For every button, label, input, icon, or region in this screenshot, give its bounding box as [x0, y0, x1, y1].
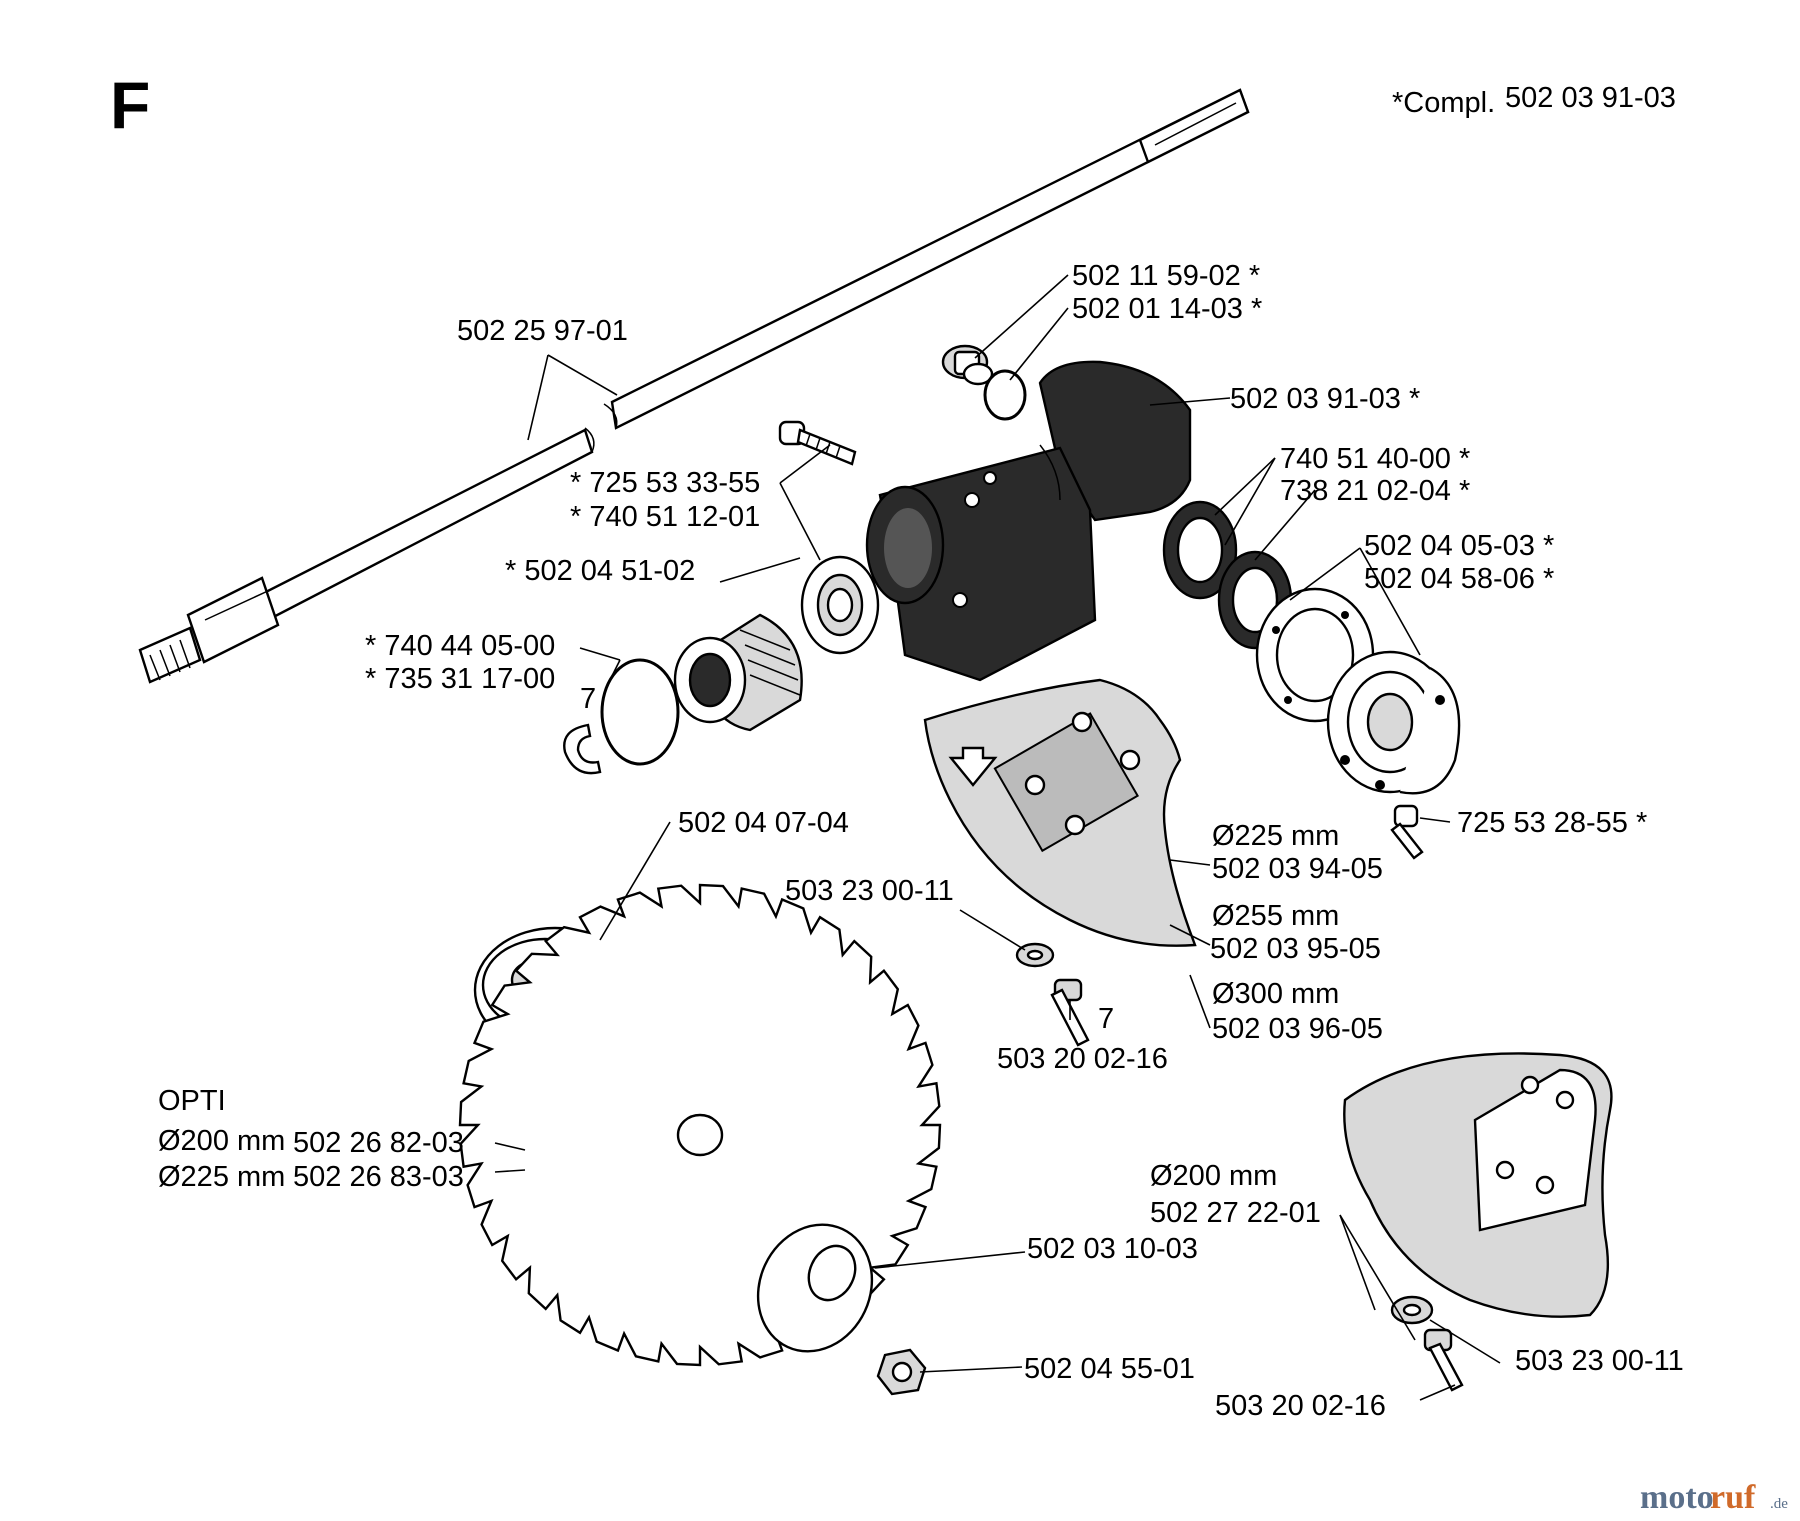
watermark-logo: moto ruf .de	[1640, 1479, 1788, 1516]
bearing-c	[800, 555, 880, 655]
label-bearing-a: 740 51 40-00 *	[1280, 443, 1470, 475]
label-sleeve: * 502 04 51-02	[505, 555, 695, 587]
label-thrust-washer: 502 03 10-03	[1027, 1233, 1198, 1265]
label-blade-d200: Ø200 mm	[158, 1125, 285, 1157]
label-screw-a: * 725 53 33-55	[570, 467, 760, 499]
label-circlip: * 740 44 05-00	[365, 630, 555, 662]
label-plug: 502 11 59-02 *	[1072, 260, 1260, 292]
label-guard-d255: Ø255 mm	[1212, 900, 1339, 932]
drive-shaft	[138, 88, 1250, 684]
label-nut: 502 04 55-01	[1024, 1353, 1195, 1385]
blade-nut	[876, 1348, 927, 1396]
leader-lines	[494, 274, 1501, 1401]
guard2-washer	[1390, 1295, 1434, 1325]
guard2-bolt	[1423, 1328, 1464, 1392]
label-opti: OPTI	[158, 1085, 226, 1117]
thrust-washer	[756, 1223, 874, 1353]
label-guard-pn225: 502 03 94-05	[1212, 853, 1383, 885]
compl-number: 502 03 91-03	[1505, 82, 1676, 114]
circlip	[563, 723, 602, 775]
watermark-part-b: ruf	[1710, 1479, 1756, 1516]
label-oring-small: 502 01 14-03 *	[1072, 293, 1262, 325]
label-seven-a: 7	[580, 683, 596, 715]
bearing-a	[1162, 500, 1238, 600]
label-blade-pn200: 502 26 82-03	[293, 1127, 464, 1159]
label-seven-b: 7	[1098, 1003, 1114, 1035]
label-shaft: 502 25 97-01	[457, 315, 628, 347]
label-gear-housing: 502 03 91-03 *	[1230, 383, 1420, 415]
label-guard-d225: Ø225 mm	[1212, 820, 1339, 852]
label-guard2-pn: 502 27 22-01	[1150, 1197, 1321, 1229]
watermark-part-c: .de	[1770, 1496, 1788, 1512]
screw-upper	[778, 420, 857, 466]
label-flange-a: 502 04 58-06 *	[1364, 563, 1554, 595]
blade-guard	[923, 678, 1197, 947]
compl-label: *Compl.	[1392, 87, 1495, 119]
part-labels: 502 25 97-01 502 11 59-02 * 502 01 14-03…	[158, 260, 1684, 1422]
label-guard-pn255: 502 03 95-05	[1210, 933, 1381, 965]
guard-washer	[1015, 942, 1055, 968]
guard-200	[1343, 1052, 1613, 1318]
label-guard2-bolt: 503 20 02-16	[1215, 1390, 1386, 1422]
label-guard2-dia: Ø200 mm	[1150, 1160, 1277, 1192]
label-oring-large: * 735 31 17-00	[365, 663, 555, 695]
figure-letter: F	[110, 68, 150, 142]
sleeve	[673, 613, 803, 732]
plug-part	[941, 344, 994, 386]
label-blade-d225: Ø225 mm	[158, 1161, 285, 1193]
label-washer-small: 503 23 00-11	[785, 875, 954, 907]
screw-right	[1390, 804, 1424, 860]
small-oring	[983, 369, 1027, 421]
label-guard-pn300: 502 03 96-05	[1212, 1013, 1383, 1045]
label-guard-d300: Ø300 mm	[1212, 978, 1339, 1010]
label-bearing-c: * 740 51 12-01	[570, 501, 760, 533]
label-support-cup: 502 04 07-04	[678, 807, 849, 839]
label-screw-b: 725 53 28-55 *	[1457, 807, 1647, 839]
label-washer-a: 502 04 05-03 *	[1364, 530, 1554, 562]
label-guard2-washer: 503 23 00-11	[1515, 1345, 1684, 1377]
label-bearing-b: 738 21 02-04 *	[1280, 475, 1470, 507]
large-oring	[600, 658, 680, 766]
watermark-part-a: moto	[1640, 1479, 1714, 1516]
flange-a	[1326, 650, 1461, 795]
label-blade-pn225: 502 26 83-03	[293, 1161, 464, 1193]
label-bolt-small: 503 20 02-16	[997, 1043, 1168, 1075]
gear-housing	[865, 360, 1192, 682]
